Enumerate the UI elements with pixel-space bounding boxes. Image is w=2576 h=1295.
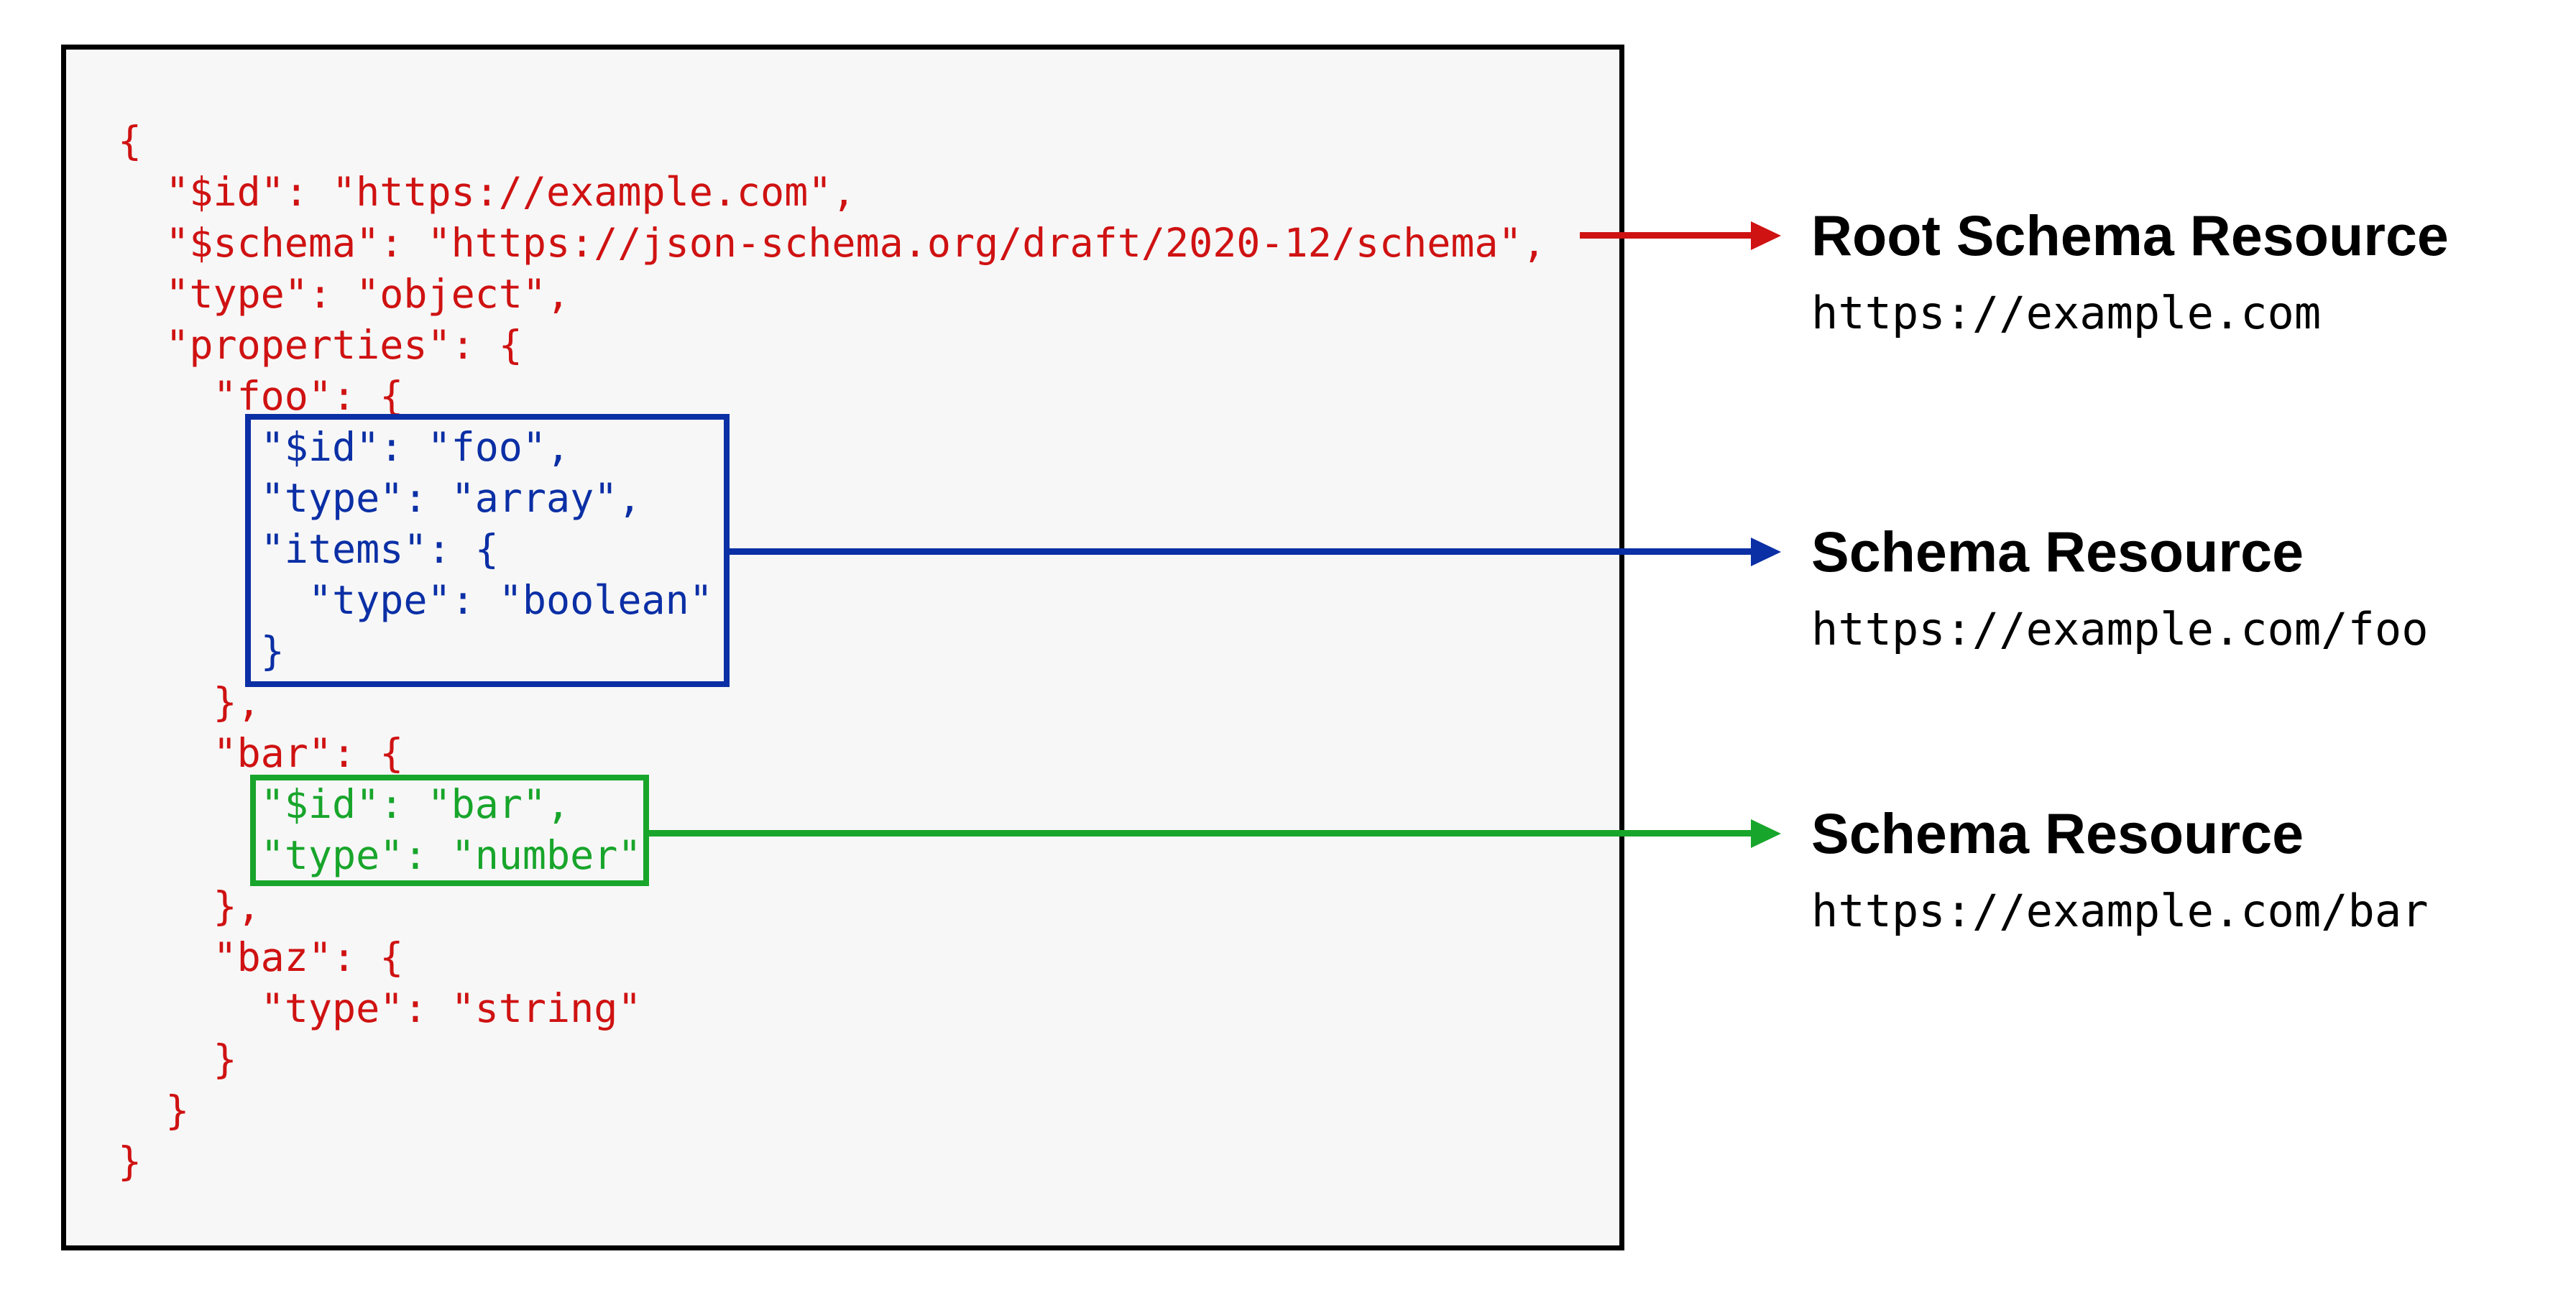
- code-line: "type": "boolean": [118, 577, 713, 623]
- code-line: }: [118, 1036, 237, 1082]
- code-line: }: [118, 1138, 142, 1184]
- code-line: "items": {: [118, 526, 499, 572]
- foo-schema-arrow-head: [1751, 538, 1781, 566]
- code-line: "$id": "bar",: [118, 781, 571, 827]
- code-line: {: [118, 118, 142, 164]
- code-line: "foo": {: [118, 373, 404, 419]
- root-schema-arrow-head: [1751, 221, 1781, 250]
- annotation-title: Schema Resource: [1811, 520, 2304, 584]
- annotation-url: https://example.com: [1811, 287, 2322, 339]
- code-line: "properties": {: [118, 322, 523, 368]
- code-line: "bar": {: [118, 730, 404, 776]
- code-line: "baz": {: [118, 934, 404, 980]
- code-line: "$schema": "https://json-schema.org/draf…: [118, 220, 1546, 266]
- code-line: "type": "number": [118, 832, 642, 878]
- code-line: "$id": "foo",: [118, 424, 571, 470]
- annotation-title: Root Schema Resource: [1811, 203, 2449, 267]
- root-schema-arrow-shaft: [1580, 232, 1752, 239]
- schema-code-panel: [61, 45, 1624, 1250]
- code-line: "type": "object",: [118, 271, 571, 317]
- bar-schema-resource-box: [250, 775, 649, 886]
- foo-schema-resource-box: [245, 414, 730, 687]
- schema-code: { "$id": "https://example.com", "$schema…: [118, 116, 1546, 1187]
- code-line: }: [118, 1087, 190, 1133]
- code-line: "$id": "https://example.com",: [118, 169, 856, 215]
- annotation-url: https://example.com/bar: [1811, 885, 2429, 937]
- code-line: }: [118, 628, 285, 674]
- annotation-title: Schema Resource: [1811, 801, 2304, 865]
- annotation-url: https://example.com/foo: [1811, 603, 2429, 655]
- bar-schema-arrow-shaft: [649, 830, 1752, 837]
- code-line: "type": "array",: [118, 475, 642, 521]
- code-line: },: [118, 883, 261, 929]
- annotation-foo-schema-resource: Schema Resource https://example.com/foo: [1811, 520, 2429, 655]
- code-line: "type": "string": [118, 985, 642, 1031]
- foo-schema-arrow-shaft: [730, 548, 1752, 555]
- annotation-root-schema-resource: Root Schema Resource https://example.com: [1811, 204, 2449, 339]
- bar-schema-arrow-head: [1751, 819, 1781, 848]
- annotation-bar-schema-resource: Schema Resource https://example.com/bar: [1811, 802, 2429, 937]
